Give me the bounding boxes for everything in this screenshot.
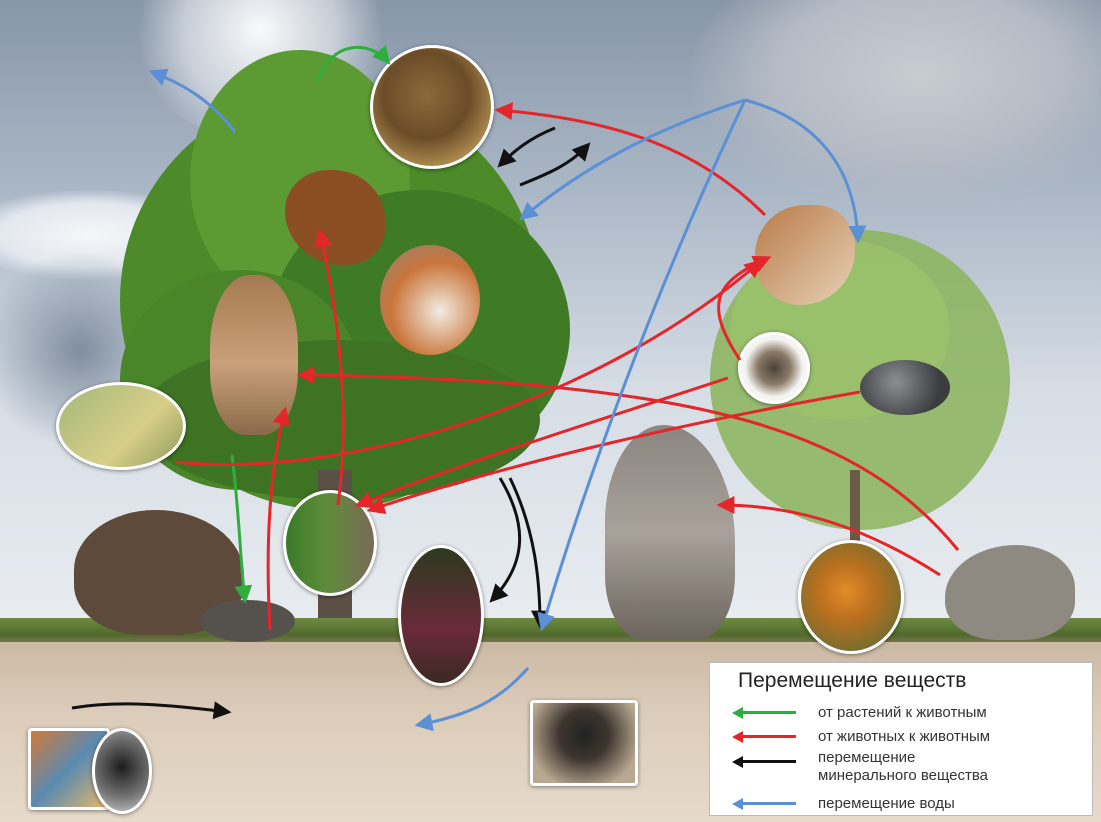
woodpecker-photo — [283, 490, 377, 596]
legend-text-animals-to-animals: от животных к животным — [818, 729, 990, 745]
legend-text-mineral-line2: минерального вещества — [818, 768, 988, 784]
roots-drawing — [270, 700, 271, 701]
legend-text-water: перемещение воды — [818, 796, 955, 812]
beetle-cutout — [860, 360, 950, 415]
legend-line-black — [736, 760, 796, 763]
legend-text-plants-to-animals: от растений к животным — [818, 705, 987, 721]
legend-line-red — [736, 735, 796, 738]
legend-box: Перемещение веществ от растений к животн… — [709, 662, 1093, 816]
mole-photo — [530, 700, 638, 786]
shrew-cutout — [200, 600, 295, 642]
legend-line-green — [736, 711, 796, 714]
squirrel-cutout — [380, 245, 480, 355]
legend-title: Перемещение веществ — [738, 669, 966, 693]
microbes-photo-2 — [92, 728, 152, 814]
fly-photo — [738, 332, 810, 404]
sprouts-photo — [398, 545, 484, 686]
mushrooms-photo — [798, 540, 904, 654]
owl-cutout — [210, 275, 298, 435]
hawk-photo — [370, 45, 494, 169]
dragonfly-photo — [56, 382, 186, 470]
legend-line-blue — [736, 802, 796, 805]
legend-text-mineral-line1: перемещение — [818, 750, 915, 766]
